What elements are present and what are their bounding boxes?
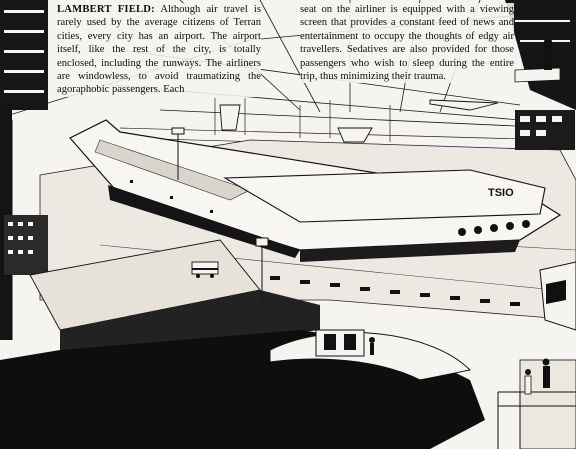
caption-heading: LAMBERT FIELD:	[57, 4, 155, 15]
caption-right-column: seat on the airliner is equipped with a …	[300, 3, 514, 84]
ground-vehicle	[191, 261, 219, 278]
main-airliner: TSIO	[69, 119, 562, 262]
airliner-marking: TSIO	[488, 187, 514, 199]
foreground-aircraft	[0, 329, 485, 449]
caption-left-body: Although air travel is rarely used by th…	[57, 4, 261, 96]
caption-right-body: seat on the airliner is equipped with a …	[300, 4, 514, 83]
caption-left-column: LAMBERT FIELD: Although air travel is ra…	[57, 3, 261, 97]
lamp-posts	[171, 127, 269, 300]
right-gantry	[497, 261, 576, 449]
distant-aircraft	[219, 99, 499, 143]
right-tower	[505, 0, 576, 150]
